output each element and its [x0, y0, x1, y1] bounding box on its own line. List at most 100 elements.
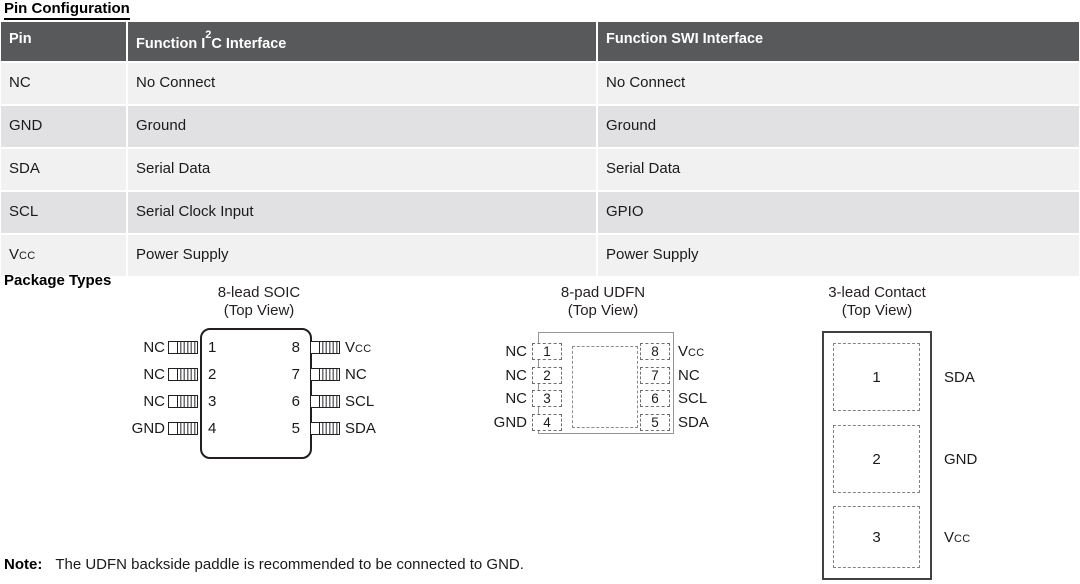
soic-lead-icon — [168, 395, 198, 408]
soic-pin-label: NC — [143, 366, 165, 383]
pin-name-cell: VCC — [0, 233, 127, 277]
soic-pin-label: VCC — [345, 339, 372, 356]
pin-name: V — [9, 245, 20, 263]
contact-title-line: 3-lead Contact — [828, 284, 926, 301]
udfn-pad: 1 — [532, 343, 562, 361]
pin-name: SDA — [9, 159, 40, 177]
udfn-pad-label: SCL — [678, 390, 708, 408]
udfn-pad-label: GND — [493, 413, 527, 431]
soic-pin-number: 3 — [208, 393, 217, 410]
soic-lead-icon — [168, 368, 198, 381]
i2c-function-cell: Ground — [127, 104, 597, 148]
soic-pin-number: 5 — [291, 420, 300, 437]
udfn-pad: 4 — [532, 413, 562, 431]
pin-name-cell: SCL — [0, 190, 127, 234]
footnote-label: Note: — [4, 556, 43, 573]
udfn-pad-label: NC — [505, 343, 527, 361]
udfn-pad-label: NC — [505, 366, 527, 384]
udfn-pad: 8 — [640, 343, 670, 361]
soic-title-line: 8-lead SOIC — [217, 284, 301, 301]
swi-function-cell: Power Supply — [597, 233, 1080, 277]
swi-function-cell: No Connect — [597, 61, 1080, 105]
soic-lead-icon — [168, 341, 198, 354]
udfn-subtitle-line: (Top View) — [567, 302, 639, 319]
udfn-pad-label: SDA — [678, 413, 709, 431]
udfn-pad: 2 — [532, 366, 562, 384]
i2c-function-cell: Power Supply — [127, 233, 597, 277]
soic-lead-icon — [310, 341, 340, 354]
contact-title: 3-lead Contact (Top View) — [810, 284, 944, 320]
swi-function-cell: GPIO — [597, 190, 1080, 234]
soic-pin-label: NC — [143, 339, 165, 356]
soic-pin-row: NC 3 6 SCL — [128, 388, 390, 415]
pin-configuration-heading: Pin Configuration — [4, 0, 130, 20]
soic-pin-label: NC — [143, 393, 165, 410]
header-i2c-pre: Function I — [136, 35, 206, 52]
soic-pin-number: 6 — [291, 393, 300, 410]
header-i2c-superscript: 2 — [205, 29, 212, 41]
soic-lead-icon — [310, 368, 340, 381]
i2c-function-cell: No Connect — [127, 61, 597, 105]
udfn-pad-rows: NC 1 8 VCC NC 2 7 NC NC 3 6 SCL GND — [468, 340, 738, 434]
udfn-pad-row: NC 2 7 NC — [468, 364, 738, 388]
swi-function-cell: Serial Data — [597, 147, 1080, 191]
pin-function-table: Pin Function I2C Interface Function SWI … — [0, 21, 1080, 277]
udfn-pad-label: VCC — [678, 343, 705, 361]
udfn-pad: 5 — [640, 413, 670, 431]
contact-pad-label: SDA — [944, 369, 975, 386]
pin-name: GND — [9, 116, 43, 134]
pin-name: NC — [9, 73, 31, 91]
soic-pin-label: NC — [345, 366, 367, 383]
soic-body-outline — [200, 328, 312, 459]
udfn-pad-row: NC 3 6 SCL — [468, 387, 738, 411]
i2c-function-cell: Serial Clock Input — [127, 190, 597, 234]
soic-pin-number: 1 — [208, 339, 217, 356]
udfn-pad-label: NC — [678, 366, 700, 384]
table-header-pin: Pin — [0, 21, 127, 62]
udfn-pad: 6 — [640, 390, 670, 408]
udfn-package-diagram: 8-pad UDFN (Top View) NC 1 8 VCC NC 2 7 … — [468, 284, 738, 444]
udfn-title-line: 8-pad UDFN — [560, 284, 646, 301]
pin-name-sub: CC — [19, 249, 36, 262]
soic-pin-number: 8 — [291, 339, 300, 356]
swi-function-cell: Ground — [597, 104, 1080, 148]
header-i2c-post: C Interface — [211, 35, 287, 52]
pin-name-cell: GND — [0, 104, 127, 148]
soic-pin-row: NC 1 8 VCC — [128, 334, 390, 361]
table-header-i2c-interface: Function I2C Interface — [127, 21, 597, 62]
footnote-text: The UDFN backside paddle is recommended … — [55, 556, 524, 573]
soic-pin-label: GND — [131, 420, 165, 437]
soic-pin-number: 2 — [208, 366, 217, 383]
contact-pad: 2 — [833, 425, 920, 493]
contact-pad: 1 — [833, 343, 920, 411]
soic-pin-label: SCL — [345, 393, 375, 410]
soic-package-diagram: 8-lead SOIC (Top View) NC 1 8 VCC NC 2 7 — [128, 284, 390, 469]
soic-title: 8-lead SOIC (Top View) — [128, 284, 390, 320]
udfn-pad: 7 — [640, 366, 670, 384]
contact-body-outline: 1 2 3 — [822, 331, 932, 580]
contact-package-diagram: 3-lead Contact (Top View) 1 2 3 SDA GND … — [810, 284, 1080, 584]
soic-pin-number: 7 — [291, 366, 300, 383]
table-header-swi-interface: Function SWI Interface — [597, 21, 1080, 62]
udfn-backside-paddle — [572, 346, 638, 428]
pin-name: SCL — [9, 202, 39, 220]
udfn-pad-row: GND 4 5 SDA — [468, 411, 738, 435]
i2c-function-cell: Serial Data — [127, 147, 597, 191]
soic-pin-rows: NC 1 8 VCC NC 2 7 NC NC 3 — [128, 334, 390, 442]
soic-subtitle-line: (Top View) — [223, 302, 295, 319]
udfn-pad-label: NC — [505, 390, 527, 408]
package-types-heading: Package Types — [4, 272, 112, 289]
soic-pin-label: SDA — [345, 420, 376, 437]
contact-subtitle-line: (Top View) — [841, 302, 913, 319]
pin-name-cell: SDA — [0, 147, 127, 191]
soic-lead-icon — [310, 422, 340, 435]
udfn-title: 8-pad UDFN (Top View) — [468, 284, 738, 320]
soic-pin-row: NC 2 7 NC — [128, 361, 390, 388]
soic-pin-row: GND 4 5 SDA — [128, 415, 390, 442]
contact-pad-label: GND — [944, 451, 978, 468]
soic-lead-icon — [168, 422, 198, 435]
udfn-pad-row: NC 1 8 VCC — [468, 340, 738, 364]
pin-name-cell: NC — [0, 61, 127, 105]
soic-lead-icon — [310, 395, 340, 408]
